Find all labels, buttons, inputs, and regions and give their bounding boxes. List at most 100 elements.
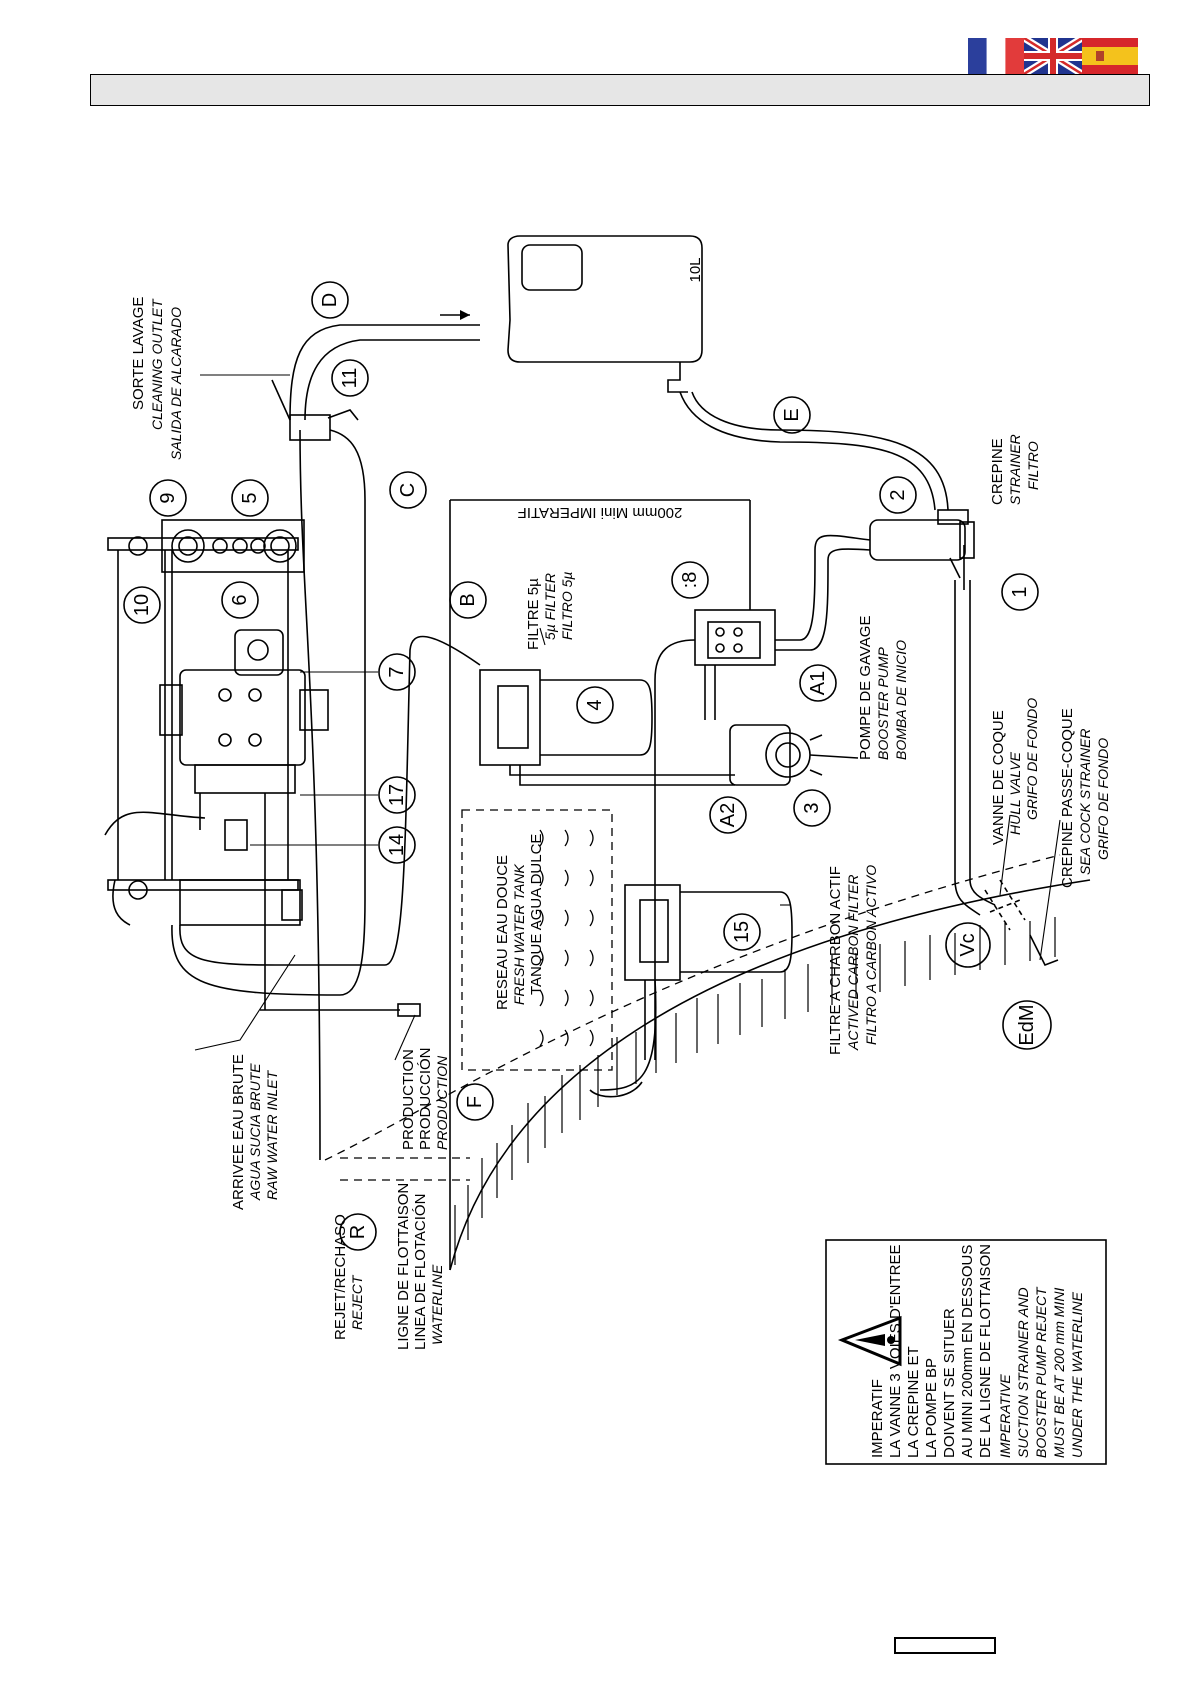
header-bar — [90, 74, 1150, 106]
svg-text:PRODUCTION: PRODUCTION — [400, 1049, 417, 1150]
callout-1: 1 — [1001, 573, 1039, 611]
svg-text:IMPERATIVE: IMPERATIVE — [997, 1374, 1013, 1458]
callout-A2: A2 — [709, 796, 747, 834]
svg-text:BOOSTER PUMP REJECT: BOOSTER PUMP REJECT — [1033, 1286, 1049, 1458]
callout-11: 11 — [331, 359, 369, 397]
hull-valve — [984, 879, 1059, 967]
callout-3: 3 — [793, 789, 831, 827]
svg-text:BOOSTER PUMP: BOOSTER PUMP — [875, 647, 891, 760]
svg-text:SORTE LAVAGE: SORTE LAVAGE — [130, 297, 147, 410]
callout-6: 6 — [221, 581, 259, 619]
callout-7: 7 — [378, 653, 416, 691]
svg-text:LA CREPINE ET: LA CREPINE ET — [905, 1346, 922, 1458]
svg-text:R: R — [347, 1225, 369, 1239]
svg-text:9: 9 — [157, 492, 179, 503]
carbon-filter — [589, 884, 793, 1098]
svg-text:BOMBA DE INICIO: BOMBA DE INICIO — [893, 640, 909, 760]
callout-10: 10 — [123, 586, 161, 624]
svg-text:CREPINE: CREPINE — [989, 438, 1006, 505]
svg-text:FILTRE 5µ: FILTRE 5µ — [525, 578, 542, 650]
warning-box: IMPERATIF LA VANNE 3 VOIES D'ENTREE LA C… — [825, 1239, 1107, 1465]
svg-text:MUST BE AT 200 mm MINI: MUST BE AT 200 mm MINI — [1051, 1288, 1067, 1458]
callout-C: C — [389, 471, 427, 509]
flag-uk-icon[interactable] — [1024, 38, 1082, 74]
callout-9: 9 — [149, 479, 187, 517]
leader-lines — [194, 374, 1061, 1061]
svg-text:B: B — [457, 593, 479, 606]
svg-text:C: C — [397, 483, 419, 497]
page-number-box — [894, 1637, 996, 1654]
svg-text:LA POMPE BP: LA POMPE BP — [923, 1358, 940, 1458]
svg-text:3: 3 — [801, 802, 823, 813]
svg-text:STRAINER: STRAINER — [1007, 434, 1023, 505]
svg-text:SEA COCK STRAINER: SEA COCK STRAINER — [1077, 728, 1093, 875]
hull-outline — [324, 854, 1091, 1271]
svg-text:14: 14 — [386, 834, 408, 856]
svg-text:PRODUCTION: PRODUCTION — [434, 1055, 450, 1150]
callout-4: 4 — [576, 686, 614, 724]
flag-es-icon[interactable] — [1082, 38, 1138, 74]
svg-text:VANNE DE COQUE: VANNE DE COQUE — [990, 710, 1007, 845]
svg-text:F: F — [464, 1096, 486, 1108]
ro-unit — [104, 429, 481, 1161]
distance-note: 200mm Mini IMPERATIF — [518, 504, 683, 521]
svg-text:7: 7 — [386, 666, 408, 677]
callout-EdM: EdM — [1002, 1000, 1052, 1050]
svg-text:17: 17 — [386, 784, 408, 806]
callout-R: R — [339, 1213, 377, 1251]
svg-text:WATERLINE: WATERLINE — [429, 1264, 445, 1345]
callout-E: E — [773, 396, 811, 434]
svg-text:E: E — [781, 408, 803, 421]
svg-text:LA VANNE 3 VOIES D'ENTREE: LA VANNE 3 VOIES D'ENTREE — [887, 1245, 904, 1459]
callout-B: B — [449, 581, 487, 619]
svg-text:LIGNE DE FLOTTAISON: LIGNE DE FLOTTAISON — [395, 1183, 412, 1350]
svg-text:RAW WATER INLET: RAW WATER INLET — [264, 1069, 280, 1200]
svg-text:FILTRO A CARBON ACTIVO: FILTRO A CARBON ACTIVO — [863, 865, 879, 1045]
svg-text:FILTRO 5µ: FILTRO 5µ — [559, 572, 575, 640]
svg-text:Vc: Vc — [957, 933, 979, 956]
callout-D: D — [311, 281, 349, 319]
svg-text:SUCTION STRAINER AND: SUCTION STRAINER AND — [1015, 1287, 1031, 1458]
callout-17: 17 — [378, 776, 416, 814]
cleaning-outlet-valve — [271, 324, 480, 441]
svg-text:AGUA SUCIA BRUTE: AGUA SUCIA BRUTE — [247, 1063, 263, 1201]
svg-text:ACTIVED CARBON FILTER: ACTIVED CARBON FILTER — [845, 874, 861, 1051]
svg-text:TANQUE AGUA DULCE: TANQUE AGUA DULCE — [528, 834, 545, 995]
svg-text:SALIDA DE ALCARADO: SALIDA DE ALCARADO — [168, 307, 184, 460]
labels: SORTE LAVAGE CLEANING OUTLET SALIDA DE A… — [130, 297, 1111, 1350]
svg-text:5µ FILTER: 5µ FILTER — [542, 573, 558, 640]
svg-text:IMPERATIF: IMPERATIF — [869, 1379, 886, 1458]
svg-text:DE LA LIGNE DE FLOTTAISON: DE LA LIGNE DE FLOTTAISON — [977, 1244, 994, 1458]
three-way-valve — [654, 534, 871, 1060]
booster-pump — [729, 724, 859, 786]
svg-text:D: D — [319, 293, 341, 307]
callout-2: 2 — [879, 476, 917, 514]
svg-text:1: 1 — [1009, 586, 1031, 597]
callout-F: F — [456, 1083, 494, 1121]
callout-15: 15 — [723, 913, 761, 951]
svg-text:GRIFO DE FONDO: GRIFO DE FONDO — [1095, 738, 1111, 860]
warning-icon — [837, 1315, 902, 1367]
svg-text:5: 5 — [239, 492, 261, 503]
svg-text:FRESH WATER TANK: FRESH WATER TANK — [511, 864, 527, 1005]
language-flags — [968, 38, 1138, 74]
svg-text:PRODUCCIÓN: PRODUCCIÓN — [417, 1047, 434, 1150]
svg-text:LINEA DE FLOTACIÓN: LINEA DE FLOTACIÓN — [412, 1194, 429, 1350]
flag-fr-icon[interactable] — [968, 38, 1024, 74]
filter-5-micron — [479, 669, 735, 786]
svg-text:CLEANING OUTLET: CLEANING OUTLET — [149, 298, 165, 430]
svg-text:POMPE DE GAVAGE: POMPE DE GAVAGE — [857, 616, 874, 760]
tank-10l: 10L — [440, 235, 704, 393]
callout-14: 14 — [378, 826, 416, 864]
svg-text:4: 4 — [584, 699, 606, 710]
svg-text:2: 2 — [887, 489, 909, 500]
svg-text:6: 6 — [229, 594, 251, 605]
svg-text:EdM: EdM — [1016, 1004, 1038, 1045]
svg-text:ARRIVEE EAU BRUTE: ARRIVEE EAU BRUTE — [230, 1054, 247, 1210]
svg-text:HULL VALVE: HULL VALVE — [1007, 751, 1023, 835]
svg-text:FILTRO: FILTRO — [1025, 441, 1041, 490]
svg-text::8: :8 — [679, 572, 701, 589]
fresh-water-tank — [461, 809, 613, 1071]
callouts: 9 5 10 6 7 17 14 11 D C B E 2 1 :8 4 A1 … — [123, 281, 1052, 1251]
